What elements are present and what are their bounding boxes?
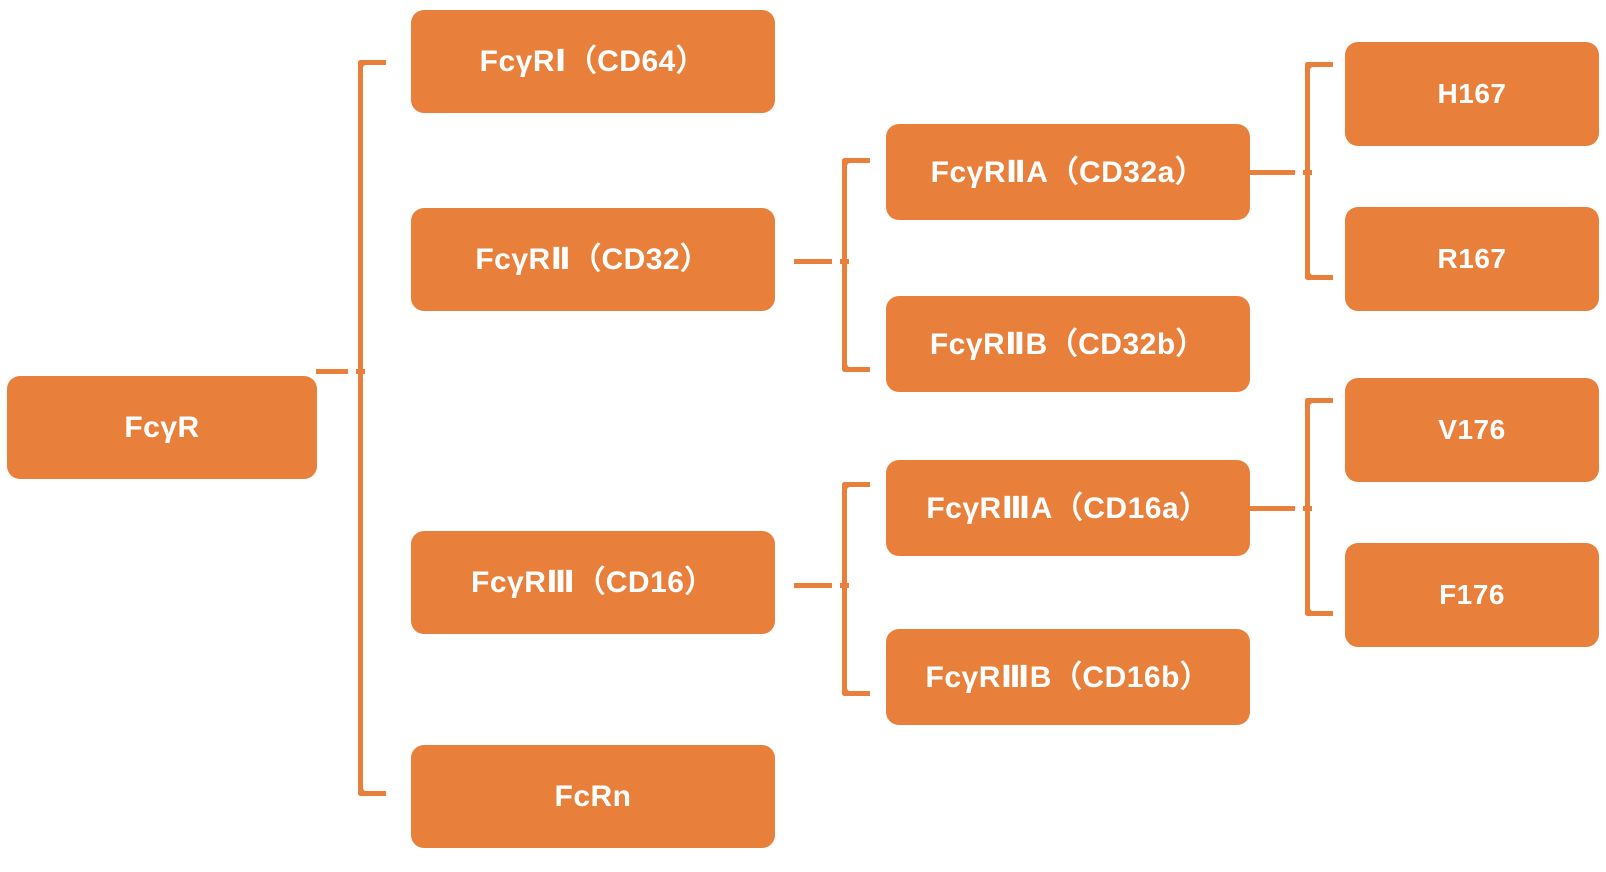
node-fcgr-root[interactable]: FcγR xyxy=(7,376,317,479)
connector-fcgr3a-to-allotypes xyxy=(1249,398,1335,616)
node-fcgr3-cd16[interactable]: FcγRⅢ（CD16） xyxy=(411,531,775,634)
connector-spine xyxy=(842,482,847,696)
node-fcrn[interactable]: FcRn xyxy=(411,745,775,848)
connector-parent-stub xyxy=(316,369,348,374)
connector-fcgr3-to-children xyxy=(794,482,872,696)
connector-arm-bottom xyxy=(844,367,870,372)
connector-arm-top xyxy=(360,60,386,65)
node-fcgr3a-cd16a[interactable]: FcγRⅢA（CD16a） xyxy=(886,460,1250,556)
connector-parent-nub xyxy=(1303,506,1312,511)
node-fcgr2b-cd32b[interactable]: FcγRⅡB（CD32b） xyxy=(886,296,1250,392)
connector-parent-nub xyxy=(840,259,849,264)
node-allotype-v176[interactable]: V176 xyxy=(1345,378,1599,482)
connector-arm-top xyxy=(1307,398,1333,403)
connector-fcgr2a-to-allotypes xyxy=(1249,62,1335,280)
connector-spine xyxy=(842,158,847,372)
node-fcgr2a-cd32a[interactable]: FcγRⅡA（CD32a） xyxy=(886,124,1250,220)
connector-arm-bottom xyxy=(1307,275,1333,280)
connector-parent-nub xyxy=(1303,170,1312,175)
connector-spine xyxy=(358,60,363,796)
connector-parent-stub xyxy=(1249,506,1295,511)
node-fcgr2-cd32[interactable]: FcγRⅡ（CD32） xyxy=(411,208,775,311)
connector-parent-stub xyxy=(794,583,832,588)
node-fcgr3b-cd16b[interactable]: FcγRⅢB（CD16b） xyxy=(886,629,1250,725)
connector-parent-nub xyxy=(840,583,849,588)
connector-arm-bottom xyxy=(1307,611,1333,616)
connector-arm-top xyxy=(1307,62,1333,67)
connector-parent-nub xyxy=(356,369,365,374)
node-allotype-r167[interactable]: R167 xyxy=(1345,207,1599,311)
connector-arm-top xyxy=(844,482,870,487)
node-allotype-h167[interactable]: H167 xyxy=(1345,42,1599,146)
connector-arm-bottom xyxy=(360,791,386,796)
node-allotype-f176[interactable]: F176 xyxy=(1345,543,1599,647)
connector-arm-bottom xyxy=(844,691,870,696)
connector-fcgr2-to-children xyxy=(794,158,872,372)
connector-root-to-level2 xyxy=(316,60,388,796)
connector-arm-top xyxy=(844,158,870,163)
node-fcgr1-cd64[interactable]: FcγRⅠ（CD64） xyxy=(411,10,775,113)
connector-parent-stub xyxy=(1249,170,1295,175)
connector-parent-stub xyxy=(794,259,832,264)
